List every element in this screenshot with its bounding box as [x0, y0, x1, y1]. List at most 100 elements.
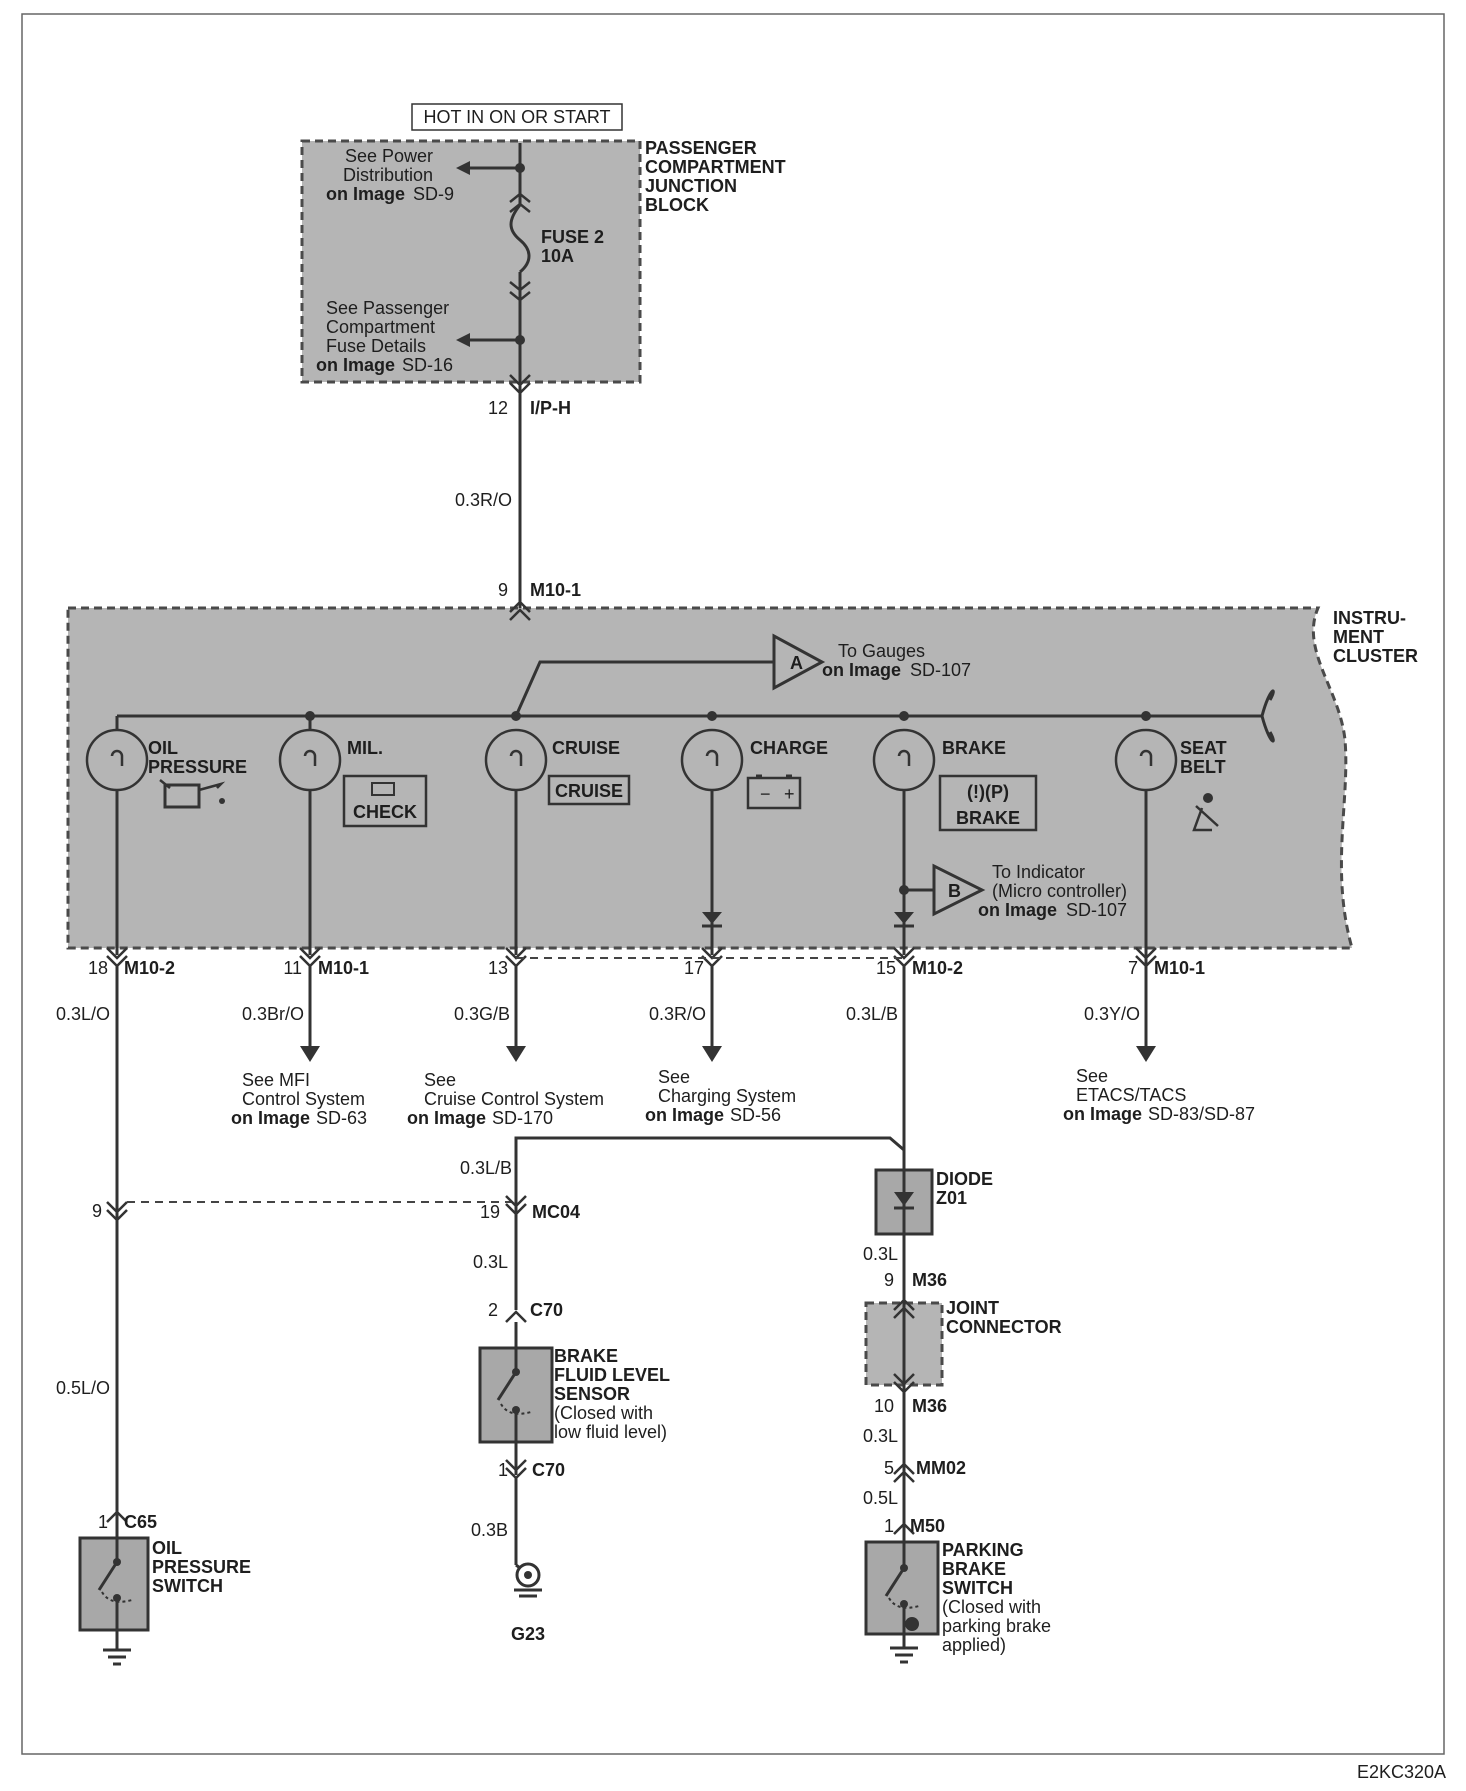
svg-text:OIL: OIL: [152, 1538, 182, 1558]
etacs-ref: See ETACS/TACS on Image SD-83/SD-87: [1063, 1066, 1255, 1124]
pin-15: 15: [876, 958, 896, 978]
oil-pressure-wire: [106, 966, 516, 1530]
svg-text:To Indicator: To Indicator: [992, 862, 1085, 882]
svg-text:applied): applied): [942, 1635, 1006, 1655]
seat-belt-icon: [1192, 793, 1219, 832]
fuse-label: FUSE 2 10A: [541, 227, 604, 266]
svg-text:Distribution: Distribution: [343, 165, 433, 185]
wire-seat-label: 0.3Y/O: [1084, 1004, 1140, 1024]
pin-10-m36: 10: [874, 1396, 894, 1416]
m36-top-connector: M36: [912, 1270, 947, 1290]
gauges-flag: A To Gauges on Image SD-107: [772, 633, 971, 691]
svg-text:CLUSTER: CLUSTER: [1333, 646, 1418, 666]
page-frame: [21, 13, 1445, 1755]
svg-text:CONNECTOR: CONNECTOR: [946, 1317, 1062, 1337]
mil-lamp: MIL. CHECK: [278, 716, 428, 955]
svg-text:PRESSURE: PRESSURE: [148, 757, 247, 777]
fluid-sensor-label: BRAKE FLUID LEVEL SENSOR (Closed with lo…: [554, 1346, 670, 1442]
svg-text:−: −: [760, 784, 771, 804]
pin-18: 18: [88, 958, 108, 978]
c70-bottom-connector: C70: [532, 1460, 565, 1480]
svg-text:INSTRU-: INSTRU-: [1333, 608, 1406, 628]
instrument-cluster-label: INSTRU- MENT CLUSTER: [1333, 608, 1418, 666]
c65-connector: C65: [124, 1512, 157, 1532]
pin-9-top: 9: [498, 580, 508, 600]
see-fuse-ref: See Passenger Compartment Fuse Details o…: [316, 298, 453, 375]
svg-text:CRUISE: CRUISE: [552, 738, 620, 758]
svg-text:See: See: [1076, 1066, 1108, 1086]
svg-text:See: See: [424, 1070, 456, 1090]
brake-lamp: BRAKE (!)(P) BRAKE: [872, 728, 1038, 955]
diode-label: DIODE Z01: [936, 1169, 993, 1208]
svg-text:See MFI: See MFI: [242, 1070, 310, 1090]
pin-12: 12: [488, 398, 508, 418]
parking-switch-symbol: [884, 1530, 920, 1648]
seat-belt-lamp: SEAT BELT: [1114, 728, 1227, 1062]
brake-warning-icon: (!)(P): [967, 782, 1009, 802]
g23-ground-icon: [514, 1562, 542, 1598]
svg-text:JOINT: JOINT: [946, 1298, 999, 1318]
svg-text:on Image: on Image: [231, 1108, 310, 1128]
wire-charge-label: 0.3R/O: [649, 1004, 706, 1024]
oil-can-icon: [159, 779, 226, 809]
m10-1-top-connector: M10-1: [530, 580, 581, 600]
svg-text:Charging System: Charging System: [658, 1086, 796, 1106]
parking-switch-label: PARKING BRAKE SWITCH (Closed with parkin…: [942, 1540, 1051, 1655]
svg-text:SD-107: SD-107: [910, 660, 971, 680]
svg-text:+: +: [784, 784, 795, 804]
svg-text:Cruise Control System: Cruise Control System: [424, 1089, 604, 1109]
svg-text:CRUISE: CRUISE: [555, 781, 623, 801]
oil-pressure-lamp: OIL PRESSURE: [85, 716, 247, 955]
svg-text:10A: 10A: [541, 246, 574, 266]
svg-text:Fuse Details: Fuse Details: [326, 336, 426, 356]
svg-text:SD-16: SD-16: [402, 355, 453, 375]
pin-13: 13: [488, 958, 508, 978]
svg-text:CHECK: CHECK: [353, 802, 417, 822]
svg-text:SD-170: SD-170: [492, 1108, 553, 1128]
wire-fluid-label: 0.3L: [473, 1252, 508, 1272]
svg-text:DIODE: DIODE: [936, 1169, 993, 1189]
main-feed-wire: [456, 143, 531, 615]
mc04-connector: MC04: [532, 1202, 580, 1222]
svg-text:on Image: on Image: [326, 184, 405, 204]
svg-text:BRAKE: BRAKE: [554, 1346, 618, 1366]
svg-text:on Image: on Image: [645, 1105, 724, 1125]
fluid-sensor-switch: [496, 1322, 532, 1565]
wire-joint-out-label: 0.3L: [863, 1426, 898, 1446]
ground-icon: [103, 1648, 131, 1666]
svg-text:SWITCH: SWITCH: [942, 1578, 1013, 1598]
svg-text:SEAT: SEAT: [1180, 738, 1227, 758]
pin-2-c70: 2: [488, 1300, 498, 1320]
hot-label: HOT IN ON OR START: [423, 107, 610, 127]
pin-1-c70: 1: [498, 1460, 508, 1480]
wire-oil-label: 0.3L/O: [56, 1004, 110, 1024]
m10-2-left-connector: M10-2: [124, 958, 175, 978]
engine-icon: [371, 782, 395, 796]
svg-text:PARKING: PARKING: [942, 1540, 1024, 1560]
svg-text:To Gauges: To Gauges: [838, 641, 925, 661]
svg-text:Z01: Z01: [936, 1188, 967, 1208]
iph-connector: I/P-H: [530, 398, 571, 418]
wire-diode-out-label: 0.3L: [863, 1244, 898, 1264]
svg-text:A: A: [790, 653, 803, 673]
wire-park-label: 0.5L: [863, 1488, 898, 1508]
mfi-ref: See MFI Control System on Image SD-63: [231, 1070, 367, 1128]
svg-text:See: See: [658, 1067, 690, 1087]
svg-text:BRAKE: BRAKE: [956, 808, 1020, 828]
svg-text:B: B: [948, 881, 961, 901]
svg-text:See Passenger: See Passenger: [326, 298, 449, 318]
m10-1-seat-connector: M10-1: [1154, 958, 1205, 978]
svg-text:on Image: on Image: [1063, 1104, 1142, 1124]
svg-text:(Closed with: (Closed with: [942, 1597, 1041, 1617]
svg-text:low fluid level): low fluid level): [554, 1422, 667, 1442]
brake-fluid-branch-wire: [505, 966, 906, 1323]
svg-text:on Image: on Image: [978, 900, 1057, 920]
wire-brake-label: 0.3L/B: [846, 1004, 898, 1024]
pin-7: 7: [1128, 958, 1138, 978]
m50-connector: M50: [910, 1516, 945, 1536]
g23-label: G23: [511, 1624, 545, 1644]
svg-text:on Image: on Image: [822, 660, 901, 680]
svg-text:PASSENGER: PASSENGER: [645, 138, 757, 158]
cruise-lamp: CRUISE CRUISE: [484, 728, 631, 955]
svg-text:SD-107: SD-107: [1066, 900, 1127, 920]
